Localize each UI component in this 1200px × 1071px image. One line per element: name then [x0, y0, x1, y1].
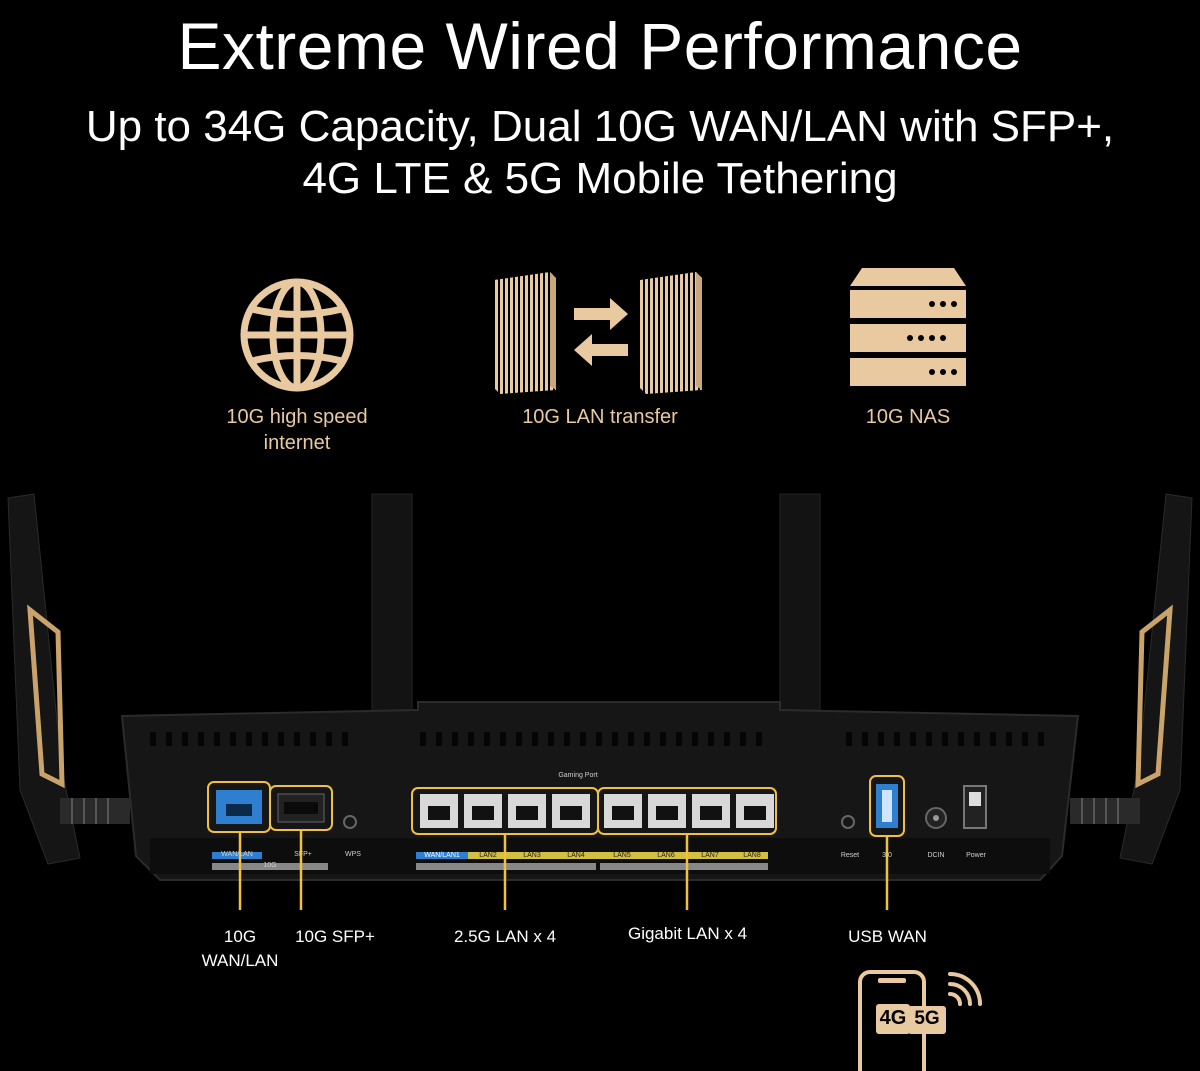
server-transfer-icon	[490, 272, 720, 394]
badge-4g: 4G	[879, 1007, 907, 1029]
silk-gaming-port: Gaming Port	[558, 772, 598, 779]
nas-icon	[850, 268, 966, 388]
lan-ports	[420, 794, 774, 828]
silk-lan6: LAN6	[657, 852, 675, 859]
router-illustration	[0, 470, 1200, 910]
silk-power: Power	[966, 852, 986, 859]
badge-5g: 5G	[914, 1008, 940, 1029]
page-title: Extreme Wired Performance	[177, 9, 1023, 83]
antenna-inner-left	[371, 493, 413, 735]
feature-label-lan-transfer: 10G LAN transfer	[522, 406, 678, 428]
leader-lines	[238, 830, 889, 910]
antenna-left-trim	[27, 604, 65, 789]
page-subtitle-line2: 4G LTE & 5G Mobile Tethering	[302, 154, 898, 203]
antenna-inner-right	[779, 493, 821, 735]
silk-usb: 3.0	[882, 852, 892, 859]
silk-lan5: LAN5	[613, 852, 631, 859]
silk-wps: WPS	[345, 851, 361, 858]
label-10g-sfp: 10G SFP+	[295, 927, 375, 946]
label-25g-lan: 2.5G LAN x 4	[453, 927, 557, 946]
mobile-tethering-icon	[856, 968, 988, 1071]
label-10g-wan-lan: 10G WAN/LAN	[201, 927, 279, 970]
silk-lan8: LAN8	[743, 852, 761, 859]
silk-lan3: LAN3	[523, 852, 541, 859]
silk-reset: Reset	[840, 852, 860, 859]
vent-slots	[150, 732, 1044, 746]
feature-label-internet: 10G high speed internet	[226, 406, 368, 454]
globe-icon	[238, 276, 356, 394]
silk-lan2: LAN2	[479, 852, 497, 859]
silk-lan7: LAN7	[701, 852, 719, 859]
silk-dcin: DCIN	[927, 852, 945, 859]
silk-lan4: LAN4	[567, 852, 585, 859]
wps-button	[343, 815, 357, 829]
feature-label-nas: 10G NAS	[865, 406, 951, 428]
silk-wan-lan: WAN/LAN	[221, 851, 253, 858]
label-gigabit-lan: Gigabit LAN x 4	[627, 924, 748, 943]
silk-sfp: SFP+	[294, 851, 312, 858]
label-usb-wan: USB WAN	[848, 927, 927, 946]
silk-lan1: WAN/LAN1	[424, 852, 460, 859]
page-subtitle-line1: Up to 34G Capacity, Dual 10G WAN/LAN wit…	[85, 102, 1115, 151]
antenna-right-trim	[1135, 604, 1173, 789]
reset-button	[841, 815, 855, 829]
silk-10g: 10G	[263, 862, 277, 869]
